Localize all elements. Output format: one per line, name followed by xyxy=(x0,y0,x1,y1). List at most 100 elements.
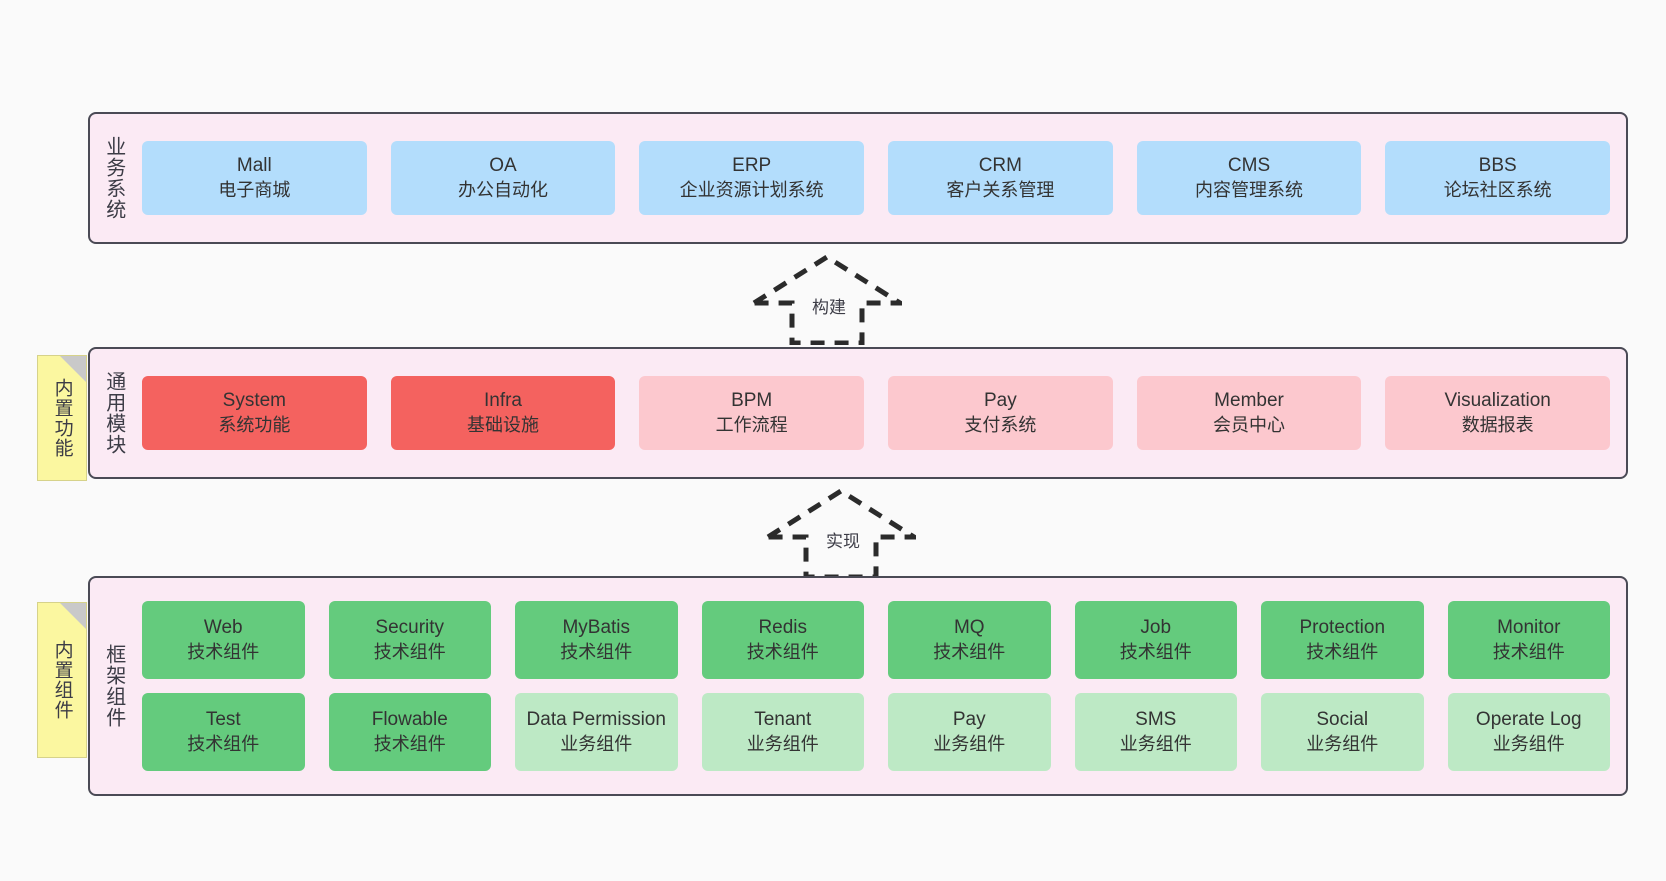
component-box-web-name: Web xyxy=(203,617,243,639)
component-box-mq-name: MQ xyxy=(953,617,985,639)
module-box-infra[interactable]: Infra 基础设施 xyxy=(390,376,616,450)
layer-framework-components-body: Web 技术组件 Security 技术组件 MyBatis 技术组件 Redi… xyxy=(136,578,1626,794)
module-box-bpm[interactable]: BPM 工作流程 xyxy=(639,376,865,450)
business-box-bbs-name: BBS xyxy=(1478,155,1517,177)
component-box-mq[interactable]: MQ 技术组件 xyxy=(888,601,1051,679)
layer-framework-components: 框架组件 Web 技术组件 Security 技术组件 MyBatis 技术组件… xyxy=(88,576,1628,796)
arrow-implement: 实现 xyxy=(759,488,923,580)
framework-components-row-1: Web 技术组件 Security 技术组件 MyBatis 技术组件 Redi… xyxy=(142,601,1610,679)
module-box-infra-name: Infra xyxy=(483,390,523,412)
component-box-protection[interactable]: Protection 技术组件 xyxy=(1261,601,1424,679)
component-box-tenant-name: Tenant xyxy=(754,709,812,731)
component-box-test-desc: 技术组件 xyxy=(187,733,260,754)
component-box-security[interactable]: Security 技术组件 xyxy=(328,601,491,679)
layer-framework-components-label: 框架组件 xyxy=(102,644,125,728)
business-box-mall[interactable]: Mall 电子商城 xyxy=(142,141,367,215)
module-box-system-desc: 系统功能 xyxy=(218,414,291,435)
component-box-social-desc: 业务组件 xyxy=(1306,733,1379,754)
note-fold-corner-icon xyxy=(60,356,86,382)
component-box-pay-name: Pay xyxy=(952,709,986,731)
note-builtin-component: 内置组件 xyxy=(37,602,87,758)
component-box-sms-desc: 业务组件 xyxy=(1119,733,1192,754)
component-box-redis-name: Redis xyxy=(758,617,808,639)
arrow-build: 构建 xyxy=(745,254,909,346)
business-box-mall-desc: 电子商城 xyxy=(218,179,291,200)
module-box-pay-desc: 支付系统 xyxy=(964,414,1037,435)
business-box-erp[interactable]: ERP 企业资源计划系统 xyxy=(639,141,865,215)
business-box-oa[interactable]: OA 办公自动化 xyxy=(390,141,616,215)
common-modules-row: System 系统功能 Infra 基础设施 BPM 工作流程 Pay 支付系统… xyxy=(142,376,1611,450)
module-box-member[interactable]: Member 会员中心 xyxy=(1136,376,1362,450)
component-box-flowable-name: Flowable xyxy=(371,709,448,731)
arrow-build-label: 构建 xyxy=(812,298,846,317)
component-box-job-name: Job xyxy=(1140,617,1172,639)
component-box-web-desc: 技术组件 xyxy=(187,641,260,662)
note-fold-corner-icon xyxy=(60,603,86,629)
component-box-monitor-name: Monitor xyxy=(1497,617,1561,639)
component-box-pay[interactable]: Pay 业务组件 xyxy=(888,693,1051,771)
component-box-monitor-desc: 技术组件 xyxy=(1492,641,1565,662)
business-box-bbs-desc: 论坛社区系统 xyxy=(1443,179,1552,200)
component-box-security-name: Security xyxy=(375,617,445,639)
module-box-visualization-name: Visualization xyxy=(1444,390,1551,412)
component-box-social[interactable]: Social 业务组件 xyxy=(1261,693,1424,771)
layer-business-system: 业务系统 Mall 电子商城 OA 办公自动化 ERP 企业资源计划系统 CRM… xyxy=(88,112,1628,244)
arrow-implement-label: 实现 xyxy=(826,532,860,551)
component-box-job[interactable]: Job 技术组件 xyxy=(1074,601,1237,679)
layer-business-system-label: 业务系统 xyxy=(102,136,125,220)
component-box-mybatis[interactable]: MyBatis 技术组件 xyxy=(515,601,678,679)
business-box-crm-name: CRM xyxy=(978,155,1022,177)
arrow-implement-icon xyxy=(759,488,923,580)
module-box-system[interactable]: System 系统功能 xyxy=(142,376,367,450)
business-box-bbs[interactable]: BBS 论坛社区系统 xyxy=(1385,141,1611,215)
component-box-operate-log-desc: 业务组件 xyxy=(1492,733,1565,754)
note-builtin-function-label: 内置功能 xyxy=(51,378,73,458)
component-box-monitor[interactable]: Monitor 技术组件 xyxy=(1447,601,1610,679)
module-box-infra-desc: 基础设施 xyxy=(467,414,539,435)
component-box-protection-name: Protection xyxy=(1299,617,1386,639)
component-box-flowable-desc: 技术组件 xyxy=(373,733,446,754)
business-box-crm-desc: 客户关系管理 xyxy=(946,179,1055,200)
arrow-build-icon xyxy=(745,254,909,346)
component-box-operate-log[interactable]: Operate Log 业务组件 xyxy=(1447,693,1610,771)
business-box-erp-desc: 企业资源计划系统 xyxy=(679,179,824,200)
component-box-data-permission[interactable]: Data Permission 业务组件 xyxy=(515,693,678,771)
component-box-mybatis-desc: 技术组件 xyxy=(560,641,633,662)
business-box-cms[interactable]: CMS 内容管理系统 xyxy=(1136,141,1362,215)
module-box-pay-name: Pay xyxy=(983,390,1017,412)
module-box-pay[interactable]: Pay 支付系统 xyxy=(888,376,1113,450)
component-box-protection-desc: 技术组件 xyxy=(1306,641,1379,662)
component-box-tenant[interactable]: Tenant 业务组件 xyxy=(701,693,864,771)
component-box-social-name: Social xyxy=(1316,709,1369,731)
business-box-mall-name: Mall xyxy=(236,155,272,177)
business-box-oa-name: OA xyxy=(489,155,517,177)
component-box-redis[interactable]: Redis 技术组件 xyxy=(701,601,864,679)
component-box-web[interactable]: Web 技术组件 xyxy=(142,601,305,679)
module-box-visualization[interactable]: Visualization 数据报表 xyxy=(1385,376,1611,450)
module-box-visualization-desc: 数据报表 xyxy=(1461,414,1534,435)
component-box-operate-log-name: Operate Log xyxy=(1475,709,1582,731)
note-builtin-function: 内置功能 xyxy=(37,355,87,481)
component-box-redis-desc: 技术组件 xyxy=(746,641,819,662)
component-box-tenant-desc: 业务组件 xyxy=(746,733,819,754)
business-box-erp-name: ERP xyxy=(732,155,772,177)
component-box-flowable[interactable]: Flowable 技术组件 xyxy=(328,693,491,771)
module-box-system-name: System xyxy=(222,390,287,412)
component-box-mq-desc: 技术组件 xyxy=(933,641,1006,662)
layer-common-modules-body: System 系统功能 Infra 基础设施 BPM 工作流程 Pay 支付系统… xyxy=(136,349,1626,477)
layer-common-modules-label: 通用模块 xyxy=(102,371,125,455)
component-box-test[interactable]: Test 技术组件 xyxy=(142,693,305,771)
component-box-sms[interactable]: SMS 业务组件 xyxy=(1074,693,1237,771)
module-box-bpm-name: BPM xyxy=(731,390,773,412)
business-box-cms-name: CMS xyxy=(1227,155,1271,177)
module-box-bpm-desc: 工作流程 xyxy=(715,414,788,435)
business-box-cms-desc: 内容管理系统 xyxy=(1195,179,1304,200)
module-box-member-desc: 会员中心 xyxy=(1213,414,1286,435)
component-box-mybatis-name: MyBatis xyxy=(562,617,631,639)
layer-business-system-body: Mall 电子商城 OA 办公自动化 ERP 企业资源计划系统 CRM 客户关系… xyxy=(136,114,1626,242)
layer-common-modules: 通用模块 System 系统功能 Infra 基础设施 BPM 工作流程 Pay… xyxy=(88,347,1628,479)
framework-components-row-2: Test 技术组件 Flowable 技术组件 Data Permission … xyxy=(142,693,1610,771)
component-box-sms-name: SMS xyxy=(1135,709,1177,731)
business-box-crm[interactable]: CRM 客户关系管理 xyxy=(888,141,1113,215)
